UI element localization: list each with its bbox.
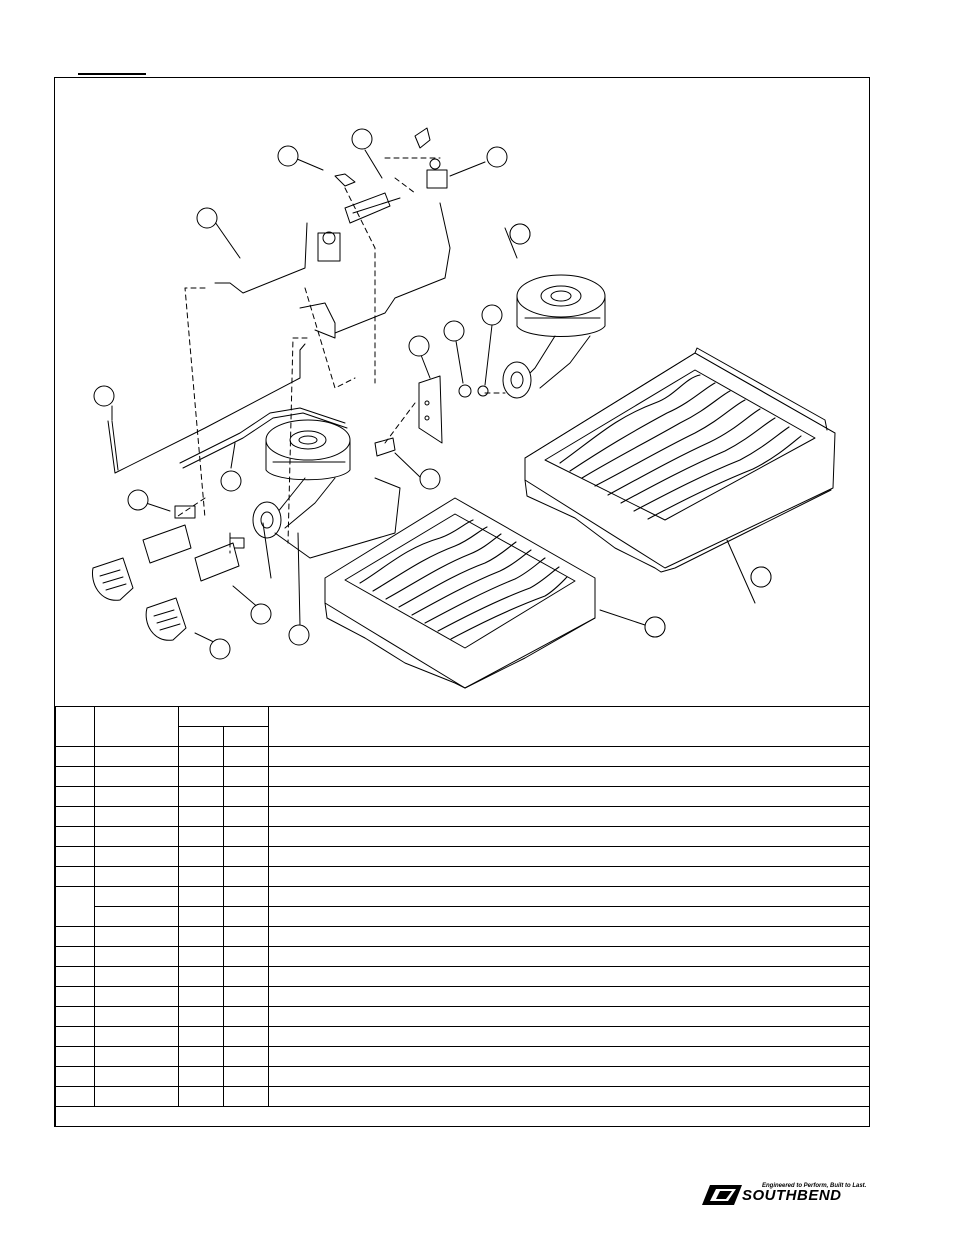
burner-lower — [252, 419, 351, 539]
table-subheader-row — [56, 726, 870, 747]
parts-page-frame — [54, 77, 870, 1127]
table-row — [55, 1046, 870, 1067]
southbend-logo: Engineered to Perform, Built to Last. SO… — [702, 1183, 870, 1205]
header-qty-b-cell — [223, 726, 269, 747]
header-tab-rule — [78, 73, 146, 75]
logo-wordmark: SOUTHBEND — [742, 1187, 842, 1204]
southbend-logo-mark-icon — [702, 1185, 742, 1205]
valves-knobs — [91, 524, 240, 641]
header-description-cell — [268, 706, 870, 747]
table-row — [55, 946, 870, 967]
logo-tagline: Engineered to Perform, Built to Last. — [762, 1183, 867, 1189]
exploded-parts-diagram — [55, 78, 869, 706]
table-row — [55, 766, 870, 787]
header-item-cell — [55, 706, 95, 747]
table-row — [56, 906, 870, 927]
table-row — [55, 746, 870, 767]
header-qty-group-cell — [178, 706, 269, 727]
table-row — [55, 1026, 870, 1047]
table-row — [55, 806, 870, 827]
parts-list-table — [55, 706, 870, 1127]
table-row — [55, 886, 870, 927]
table-row — [55, 786, 870, 807]
callout-circles — [93, 128, 772, 660]
table-row — [55, 1006, 870, 1027]
header-qty-a-cell — [178, 726, 224, 747]
header-part-number-cell — [94, 706, 179, 747]
table-row — [55, 966, 870, 987]
table-header-row — [55, 706, 870, 747]
table-row — [55, 986, 870, 1007]
table-row — [55, 1086, 870, 1107]
table-row — [55, 926, 870, 947]
table-row — [55, 846, 870, 867]
table-row — [55, 826, 870, 847]
table-row — [55, 1066, 870, 1087]
callout-leaders — [111, 149, 493, 646]
leader-dashes — [174, 157, 506, 554]
burner-upper — [502, 223, 606, 399]
grate-right — [524, 347, 836, 604]
table-row — [55, 866, 870, 887]
brackets-valves — [174, 127, 489, 549]
table-footer-row — [55, 1106, 870, 1127]
grate-left — [324, 497, 666, 689]
